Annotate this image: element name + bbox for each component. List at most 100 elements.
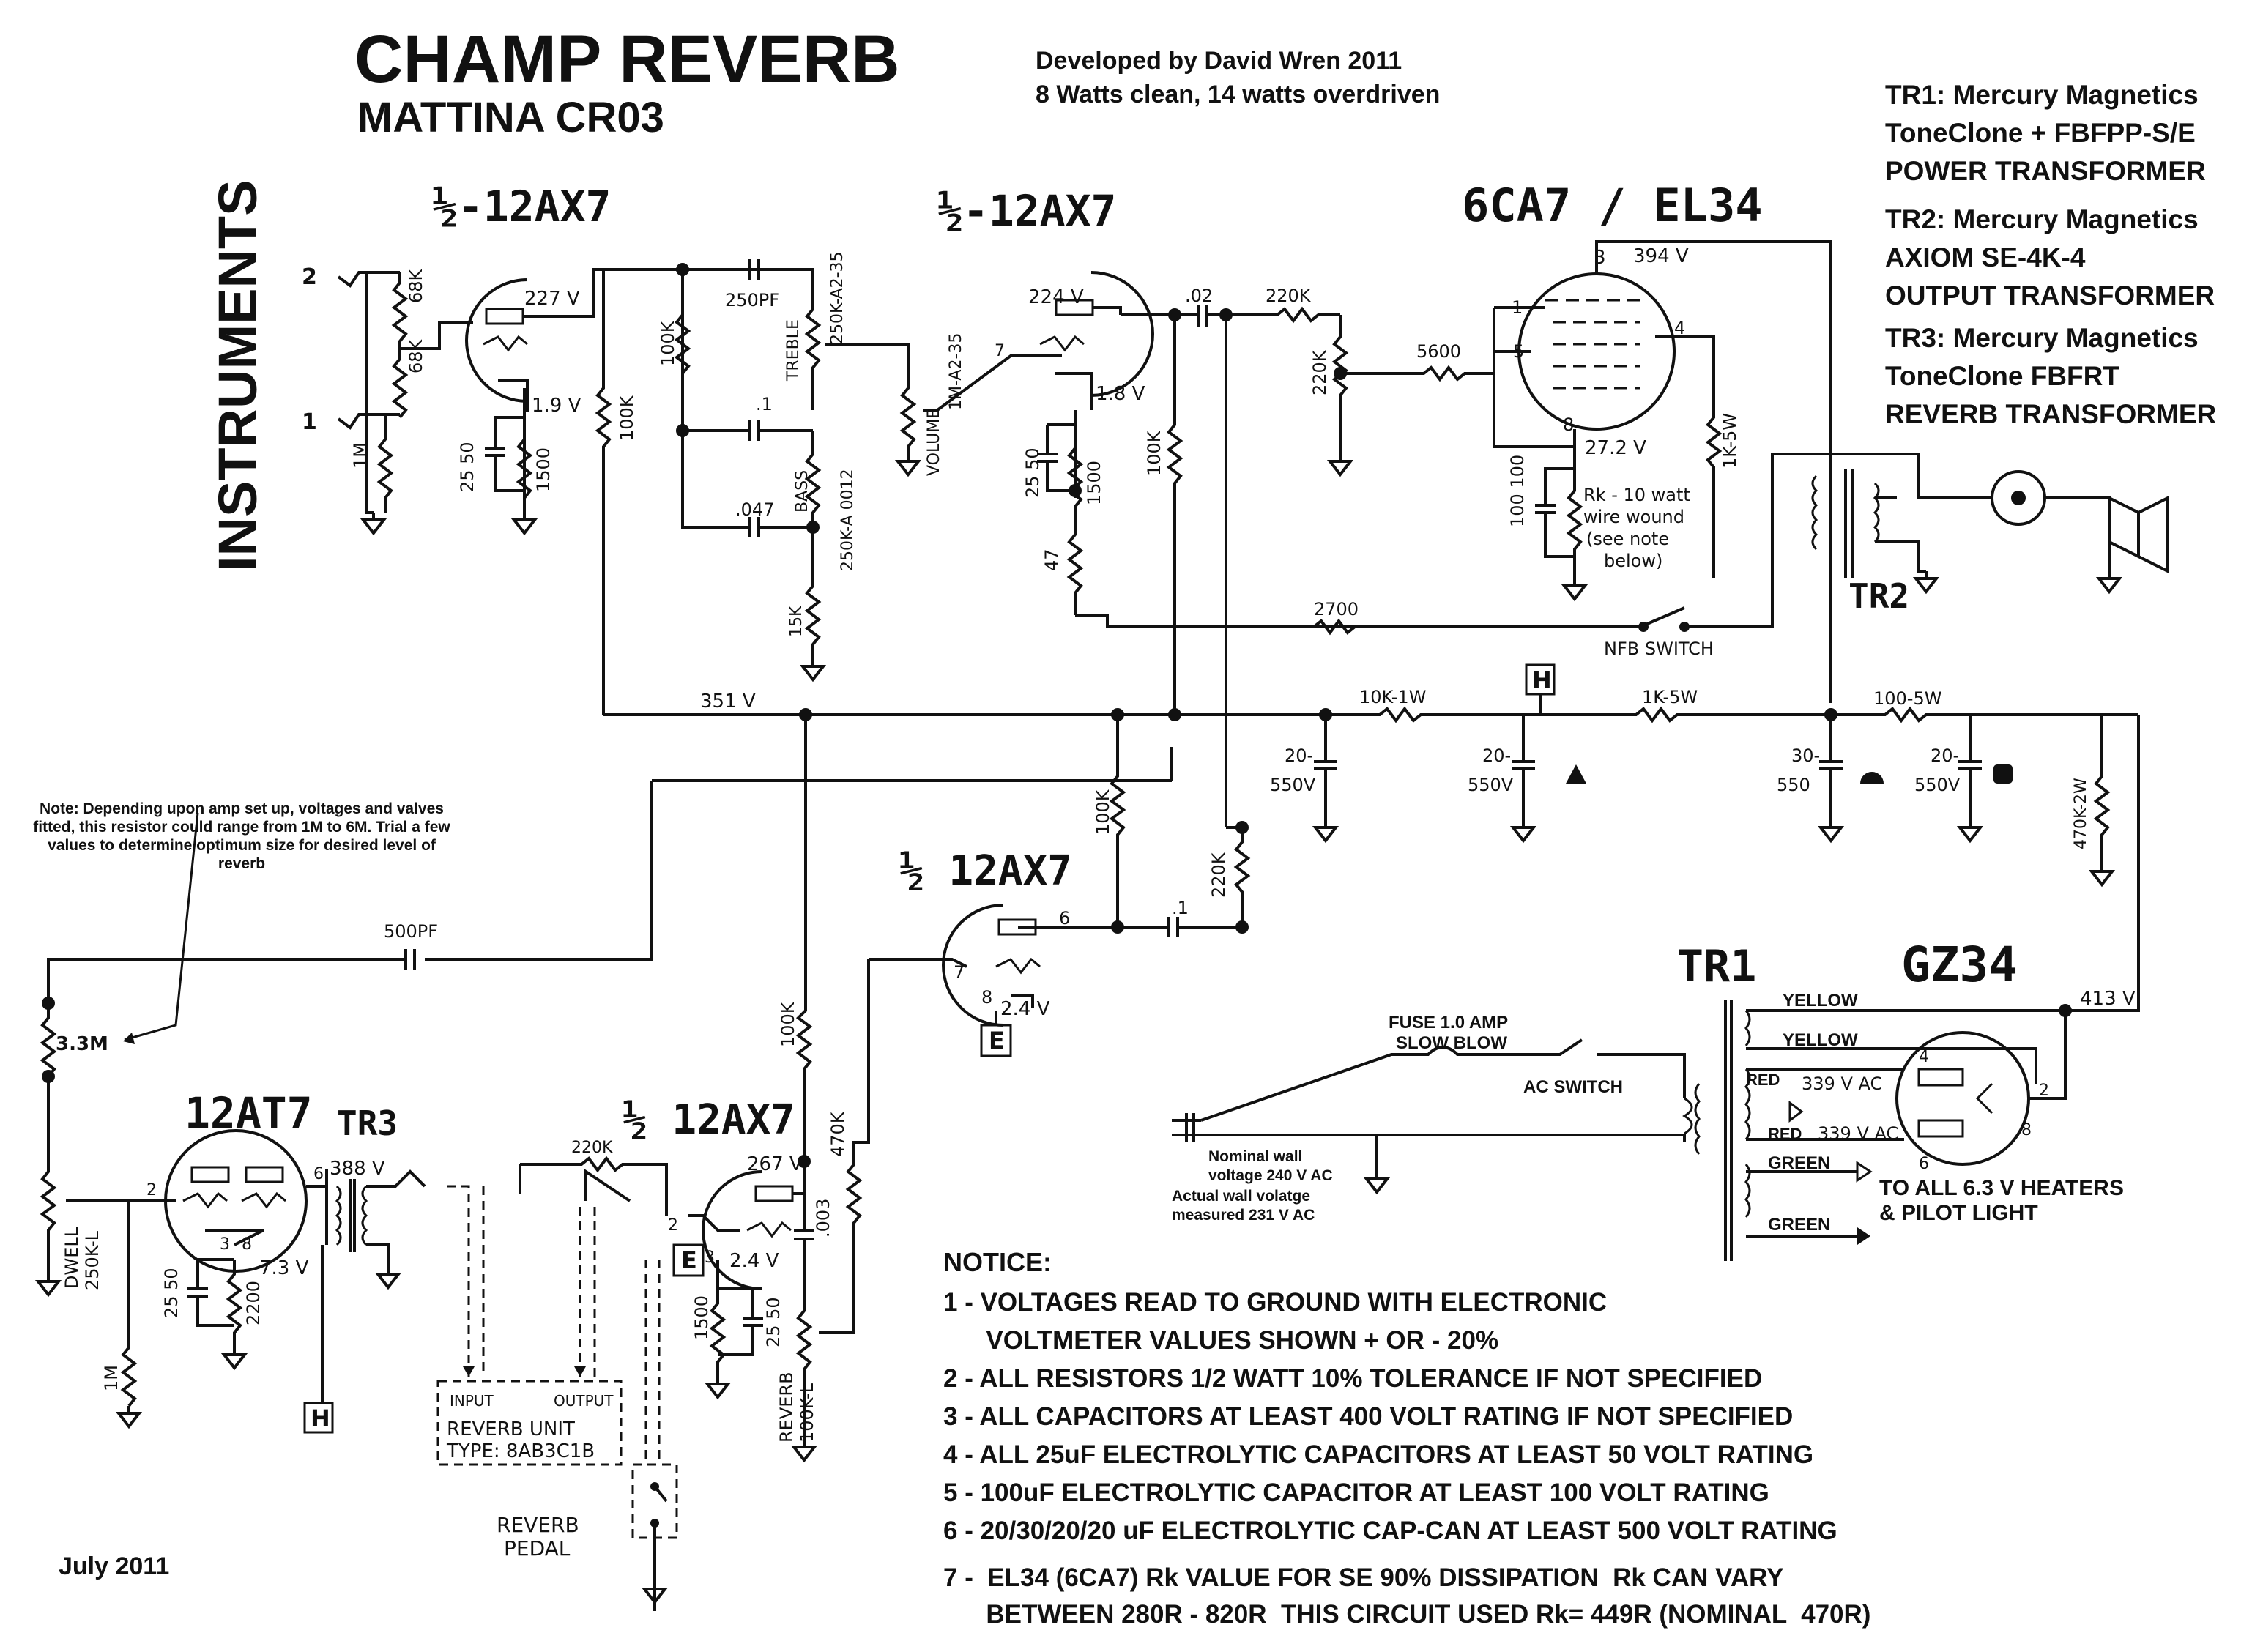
tr1-line2: ToneClone + FBFPP-S/E bbox=[1885, 118, 2196, 148]
e-tag-top-text: E bbox=[989, 1027, 1005, 1054]
tr2-line2: AXIOM SE-4K-4 bbox=[1885, 242, 2086, 272]
r2200-label: 2200 bbox=[243, 1281, 264, 1325]
notice-line-6: 5 - 100uF ELECTROLYTIC CAPACITOR AT LEAS… bbox=[943, 1478, 1769, 1507]
rectifier-title: GZ34 bbox=[1901, 937, 2018, 993]
volume-label: VOLUME bbox=[925, 409, 943, 476]
reverb-tank: INPUT OUTPUT REVERB UNIT TYPE: 8AB3C1B 2… bbox=[436, 1139, 668, 1466]
fuse-label-2: SLOW BLOW bbox=[1396, 1033, 1507, 1053]
notice-heading: NOTICE: bbox=[943, 1247, 1052, 1277]
rev-pin3: 3 bbox=[220, 1235, 230, 1254]
treble-pot-label: 250K-A2-35 bbox=[828, 251, 847, 344]
input-jack-1[interactable] bbox=[337, 413, 400, 430]
tr3-line1: TR3: Mercury Magnetics bbox=[1885, 323, 2199, 353]
c-dot1-b-label: .1 bbox=[1172, 898, 1189, 918]
subtitle: MATTINA CR03 bbox=[357, 94, 664, 141]
cap30-label: 30- bbox=[1791, 745, 1820, 766]
power-rating: 8 Watts clean, 14 watts overdriven bbox=[1036, 81, 1440, 108]
v2-pin7: 7 bbox=[995, 342, 1005, 360]
dwell-label: DWELL bbox=[62, 1227, 82, 1289]
v4-plate-voltage: 267 V bbox=[747, 1153, 803, 1175]
r68k-a-label: 68K bbox=[406, 268, 426, 303]
yellow-1-label: YELLOW bbox=[1783, 991, 1858, 1011]
tr3-line3: REVERB TRANSFORMER bbox=[1885, 399, 2216, 429]
v2-coupling: .02 100K 220K 220K 5600 bbox=[1119, 286, 1494, 827]
v4-cathode-voltage: 2.4 V bbox=[729, 1250, 779, 1272]
h-tag-top-text: H bbox=[1532, 666, 1552, 694]
rev-pin8: 8 bbox=[242, 1235, 252, 1254]
power-pin4: 4 bbox=[1674, 318, 1685, 338]
reverb-send-path: 500PF 100K 3.3M DWELL 250K-L bbox=[37, 715, 1173, 1296]
title: CHAMP REVERB bbox=[354, 22, 900, 97]
v3-pin6: 6 bbox=[1059, 908, 1070, 929]
b-plus-rail: 351 V 10K-1W 1K-5W 100-5W 470K-2W bbox=[603, 687, 2140, 1012]
r470k2w-label: 470K-2W bbox=[2072, 778, 2090, 849]
r1k5w-a-label: 1K-5W bbox=[1720, 413, 1740, 469]
r5600-label: 5600 bbox=[1416, 341, 1461, 362]
bass-pot-label: 250K-A 0012 bbox=[839, 469, 857, 571]
rev-pin2: 2 bbox=[146, 1181, 157, 1199]
v1-cathode-voltage: 1.9 V bbox=[532, 395, 581, 417]
wall-note-2: voltage 240 V AC bbox=[1208, 1167, 1333, 1184]
developer-credit: Developed by David Wren 2011 bbox=[1036, 47, 1402, 75]
r220k-d-label: 220K bbox=[571, 1139, 613, 1157]
tank-input-label: INPUT bbox=[450, 1392, 494, 1410]
c-dot1-a-label: .1 bbox=[756, 394, 773, 414]
filter-caps: 20- 550V 20- 550V 30- 550 20- 550V bbox=[1270, 715, 2013, 842]
r100-5w-label: 100-5W bbox=[1873, 688, 1941, 709]
tr3-label: TR3 bbox=[337, 1104, 398, 1143]
cap20-c-label: 20- bbox=[1931, 745, 1959, 766]
c25-50-d-label: 25 50 bbox=[763, 1297, 784, 1347]
r100k-d-label: 100K bbox=[1093, 789, 1113, 835]
notice-line-4: 3 - ALL CAPACITORS AT LEAST 400 VOLT RAT… bbox=[943, 1402, 1793, 1431]
r1500-a-label: 1500 bbox=[533, 447, 554, 492]
v4-pin3: 3 bbox=[705, 1249, 715, 1267]
notice-line-5: 4 - ALL 25uF ELECTROLYTIC CAPACITORS AT … bbox=[943, 1440, 1813, 1469]
v2-title: ½-12AX7 bbox=[937, 186, 1116, 236]
notice-line-7: 6 - 20/30/20/20 uF ELECTROLYTIC CAP-CAN … bbox=[943, 1517, 1837, 1545]
pedal-label-2: PEDAL bbox=[504, 1536, 571, 1560]
power-pin5: 5 bbox=[1513, 341, 1524, 362]
tank-output-label: OUTPUT bbox=[554, 1392, 614, 1410]
cap550-d-label: 550V bbox=[1914, 775, 1961, 795]
rev-pin6: 6 bbox=[313, 1165, 324, 1183]
r1500-c-label: 1500 bbox=[691, 1295, 712, 1340]
r470k-label: 470K bbox=[828, 1111, 848, 1157]
c003-label: .003 bbox=[813, 1199, 833, 1238]
power-supply: TR1 YELLOW YELLOW 413 V RED RED 339 V AC… bbox=[1172, 941, 2136, 1261]
input-jack-2[interactable] bbox=[337, 271, 400, 288]
v4-pin2: 2 bbox=[668, 1216, 678, 1235]
nfb-switch-label[interactable]: NFB SWITCH bbox=[1604, 639, 1714, 659]
tone-stack: 100K 100K 250PF TREBLE 250K-A2-35 .1 BAS… bbox=[592, 251, 910, 715]
rk-note-4: below) bbox=[1604, 551, 1662, 571]
v4-stage: 267 V 2 3 2.4 V E 1500 25 50 .003 REVERB… bbox=[668, 1153, 855, 1462]
bass-label: BASS bbox=[793, 470, 811, 513]
green-1-label: GREEN bbox=[1768, 1153, 1830, 1173]
ac-switch-label[interactable]: AC SWITCH bbox=[1523, 1077, 1623, 1097]
h-tag-bottom bbox=[303, 1402, 334, 1434]
notice-line-2: VOLTMETER VALUES SHOWN + OR - 20% bbox=[943, 1326, 1498, 1355]
r3-3m-label: 3.3M bbox=[56, 1033, 108, 1055]
rev-plate-voltage: 388 V bbox=[330, 1158, 385, 1180]
cap20-b-label: 20- bbox=[1482, 745, 1511, 766]
cap20-a-label: 20- bbox=[1285, 745, 1313, 766]
tr2-label: TR2 bbox=[1848, 576, 1909, 616]
date-label: July 2011 bbox=[59, 1552, 169, 1580]
power-tube-title: 6CA7 / EL34 bbox=[1462, 179, 1763, 232]
jack-2-label: 2 bbox=[302, 264, 317, 290]
input-stage: 2 1 68K 68K 1M bbox=[302, 264, 473, 535]
tr1-line3: POWER TRANSFORMER bbox=[1885, 156, 2206, 186]
reverb-type-label: TYPE: 8AB3C1B bbox=[446, 1440, 595, 1462]
fuse-label-1: FUSE 1.0 AMP bbox=[1389, 1013, 1508, 1032]
v1-triode: 227 V 1.9 V 25 50 1500 bbox=[457, 278, 595, 535]
r100k-b-label: 100K bbox=[658, 320, 678, 366]
v3-pin8: 8 bbox=[981, 987, 992, 1008]
red1-voltage: 339 V AC bbox=[1802, 1074, 1882, 1094]
r1500-b-label: 1500 bbox=[1084, 461, 1104, 505]
r100k-c-label: 100K bbox=[1144, 430, 1164, 476]
cap550-b-label: 550V bbox=[1468, 775, 1514, 795]
tr3-line2: ToneClone FBFRT bbox=[1885, 361, 2119, 391]
c500pf-label: 500PF bbox=[384, 921, 438, 942]
r1k5w-b-label: 1K-5W bbox=[1642, 687, 1698, 707]
notice-line-1: 1 - VOLTAGES READ TO GROUND WITH ELECTRO… bbox=[943, 1288, 1607, 1317]
